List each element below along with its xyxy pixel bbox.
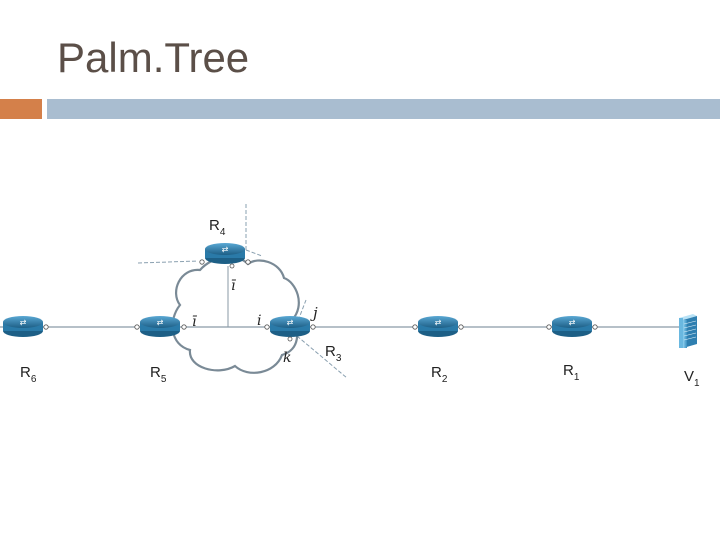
label-r2: R2 [431, 364, 448, 385]
label-v1: V1 [684, 368, 700, 389]
router-r1[interactable]: ⇄ [546, 316, 598, 337]
router-r6[interactable]: ⇄ [3, 316, 49, 337]
label-r5-sub: 5 [161, 374, 167, 385]
label-r1: R1 [563, 362, 580, 383]
label-r4: R4 [209, 217, 226, 238]
svg-text:⇄: ⇄ [287, 318, 294, 327]
label-r3-base: R [325, 343, 336, 360]
label-r3: R3 [325, 343, 342, 364]
router-r3[interactable]: ⇄ [264, 316, 316, 342]
label-v1-sub: 1 [694, 378, 700, 389]
label-r6-sub: 6 [31, 374, 37, 385]
label-r1-base: R [563, 362, 574, 379]
dashed-link-r4-left [137, 260, 199, 264]
label-r5: R5 [150, 364, 167, 385]
iface-label-r3-j: j [310, 304, 318, 322]
label-r1-sub: 1 [574, 372, 580, 383]
svg-text:⇄: ⇄ [157, 318, 164, 327]
title-accent-blue-bar [47, 99, 720, 119]
svg-text:⇄: ⇄ [435, 318, 442, 327]
label-r6-base: R [20, 364, 31, 381]
slide-title: Palm.Tree [57, 34, 250, 81]
iface-label-r3-i: i [257, 313, 261, 329]
title-accent-orange-bar [0, 99, 42, 119]
dashed-link-r3-down [296, 335, 348, 379]
router-r2[interactable]: ⇄ [412, 316, 464, 337]
label-r6: R6 [20, 364, 37, 385]
label-r2-sub: 2 [442, 374, 448, 385]
svg-text:⇄: ⇄ [222, 245, 229, 254]
iface-label-r3-k: k [283, 350, 291, 366]
server-icon[interactable] [679, 314, 697, 348]
dashed-link-r4-right [245, 249, 263, 257]
label-r3-sub: 3 [336, 353, 342, 364]
router-r4[interactable]: ⇄ [199, 243, 251, 269]
label-v1-base: V [684, 368, 694, 385]
label-r5-base: R [150, 364, 161, 381]
dashed-link-r3-up [295, 299, 307, 327]
iface-label-r5-ibar: ī [192, 314, 198, 330]
label-r2-base: R [431, 364, 442, 381]
label-r4-base: R [209, 217, 220, 234]
router-r5[interactable]: ⇄ [134, 316, 187, 337]
label-r4-sub: 4 [220, 227, 226, 238]
iface-label-r4-ibar: ī [231, 278, 237, 294]
svg-text:⇄: ⇄ [20, 318, 27, 327]
svg-text:⇄: ⇄ [569, 318, 576, 327]
